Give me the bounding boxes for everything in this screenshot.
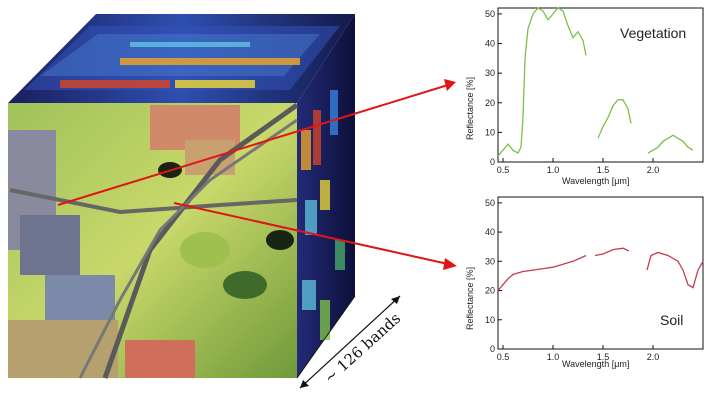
vegetation-arrow [57, 84, 449, 206]
y-tick-label: 40 [485, 227, 495, 237]
x-tick-label: 0.5 [497, 352, 510, 362]
plot-frame [497, 7, 704, 163]
spectrum-line-segment [594, 247, 630, 257]
y-tick-label: 10 [485, 127, 495, 137]
y-tick-label: 0 [490, 344, 495, 354]
spectrum-line-segment [646, 251, 704, 289]
x-tick-label: 1.5 [597, 352, 610, 362]
y-axis-title: Reflectance [%] [465, 267, 475, 330]
y-tick-label: 10 [485, 315, 495, 325]
y-tick-label: 40 [485, 39, 495, 49]
plot-frame [497, 196, 704, 350]
vegetation-spectrum-chart: Vegetation Wavelength [μm] Reflectance [… [465, 7, 704, 186]
y-tick-label: 30 [485, 256, 495, 266]
soil-spectrum-chart: Soil Wavelength [μm] Reflectance [%] 0.5… [465, 196, 704, 369]
spectrum-line-segment [597, 99, 632, 139]
y-tick-label: 50 [485, 198, 495, 208]
y-tick-label: 30 [485, 68, 495, 78]
y-tick-label: 20 [485, 98, 495, 108]
x-tick-label: 2.0 [647, 352, 660, 362]
y-tick-label: 20 [485, 286, 495, 296]
cube-front-face [8, 102, 299, 379]
soil-arrow [173, 202, 449, 265]
cube-side-face [297, 14, 355, 378]
x-tick-label: 0.5 [497, 165, 510, 175]
spectrum-line-segment [497, 7, 587, 157]
panel-label: Soil [660, 312, 683, 328]
y-tick-label: 0 [490, 157, 495, 167]
y-axis-title: Reflectance [%] [465, 77, 475, 140]
x-tick-label: 2.0 [647, 165, 660, 175]
y-tick-label: 50 [485, 9, 495, 19]
cube-top-face [8, 14, 355, 103]
x-tick-label: 1.0 [547, 165, 560, 175]
panel-label: Vegetation [620, 25, 686, 41]
spectrum-line-segment [647, 134, 694, 154]
x-axis-title: Wavelength [μm] [562, 359, 629, 369]
x-tick-label: 1.0 [547, 352, 560, 362]
x-tick-label: 1.5 [597, 165, 610, 175]
spectrum-line-segment [497, 254, 587, 291]
x-axis-title: Wavelength [μm] [562, 176, 629, 186]
pointer-arrows [57, 79, 457, 270]
